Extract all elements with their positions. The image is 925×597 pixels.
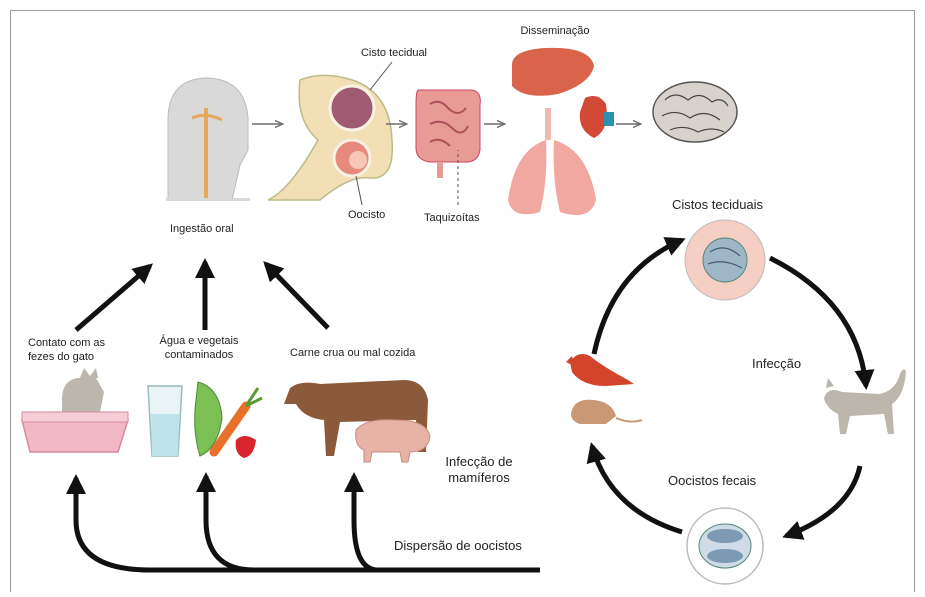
tissue-cyst-illustration — [685, 220, 765, 300]
litter-box-cat-illustration — [22, 368, 128, 452]
label-cistos-teciduais: Cistos teciduais — [672, 197, 763, 213]
dispersal-arrows — [76, 476, 540, 570]
label-cisto-tecidual: Cisto tecidual — [344, 46, 444, 60]
label-contato-fezes: Contato com as fezes do gato — [28, 336, 128, 364]
water-vegetables-illustration — [148, 382, 262, 458]
label-infeccao: Infecção — [752, 356, 801, 372]
label-taquizoitas: Taquizoítas — [424, 211, 480, 225]
label-ingestao-oral: Ingestão oral — [170, 222, 234, 236]
label-agua-vegetais: Água e vegetais contaminados — [148, 334, 250, 362]
bird-mouse-illustration — [566, 354, 642, 424]
ingestion-arrows — [76, 262, 328, 330]
cow-pig-illustration — [284, 380, 430, 462]
label-dispersao-oocistos: Dispersão de oocistos — [394, 538, 522, 554]
label-carne-crua: Carne crua ou mal cozida — [290, 346, 415, 360]
stomach-illustration — [268, 75, 392, 200]
organs-dissemination-illustration — [508, 48, 614, 215]
human-head-illustration — [166, 78, 250, 201]
label-infeccao-mamiferos: Infecção de mamíferos — [436, 454, 522, 486]
brain-illustration — [653, 82, 737, 142]
intestine-illustration — [416, 90, 480, 178]
label-oocisto: Oocisto — [348, 208, 385, 222]
label-oocistos-fecais: Oocistos fecais — [668, 473, 756, 489]
label-disseminacao: Disseminação — [500, 24, 610, 38]
fecal-oocyst-illustration — [687, 508, 763, 584]
